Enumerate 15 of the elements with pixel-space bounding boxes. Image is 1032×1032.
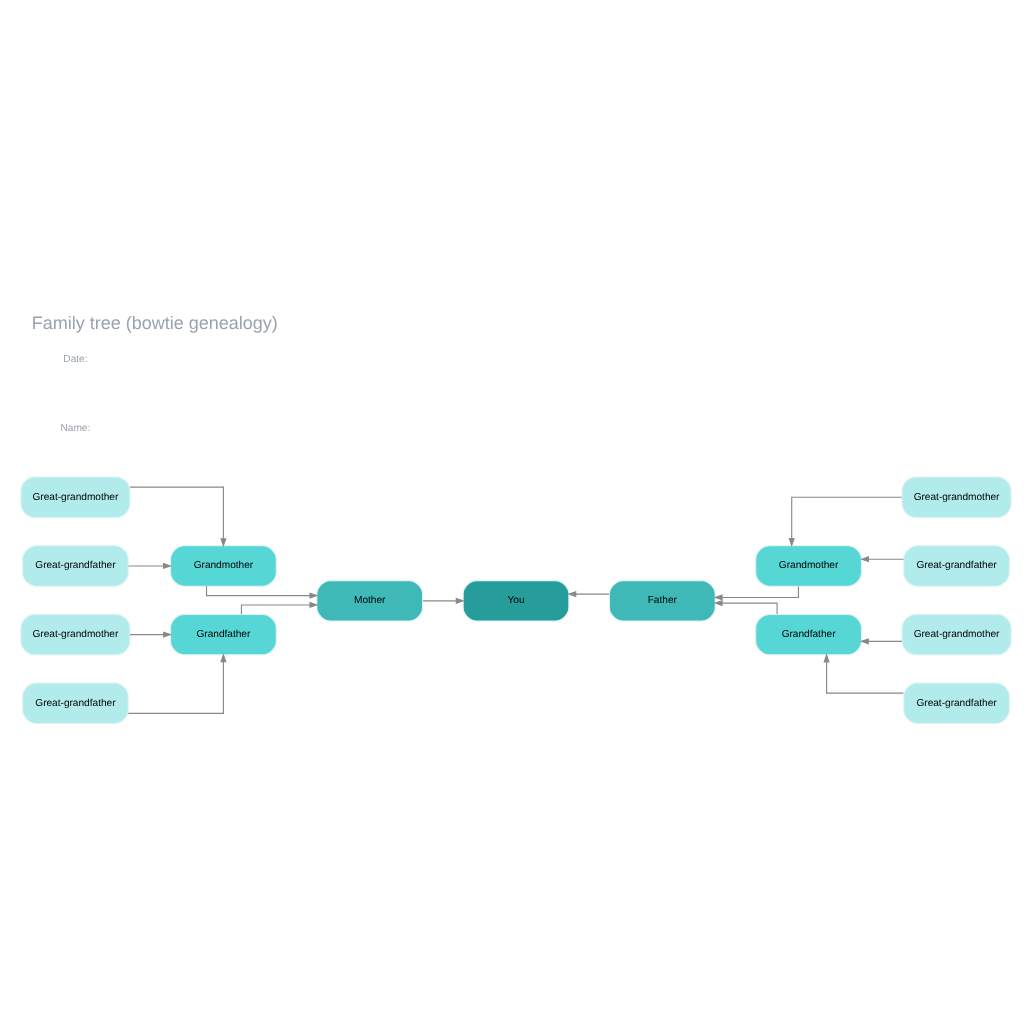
arrow bbox=[788, 495, 903, 547]
arrow bbox=[129, 630, 173, 637]
diagram-title: Family tree (bowtie genealogy) bbox=[31, 312, 278, 333]
arrow bbox=[713, 598, 778, 614]
arrow bbox=[713, 584, 800, 600]
arrow bbox=[205, 584, 319, 598]
arrow bbox=[127, 652, 227, 713]
arrow bbox=[127, 561, 172, 569]
arrow bbox=[129, 485, 227, 547]
arrow bbox=[823, 652, 904, 693]
arrow bbox=[240, 600, 319, 614]
arrow bbox=[567, 589, 610, 597]
arrow bbox=[422, 596, 465, 603]
arrow bbox=[860, 555, 905, 562]
arrow bbox=[859, 637, 903, 644]
